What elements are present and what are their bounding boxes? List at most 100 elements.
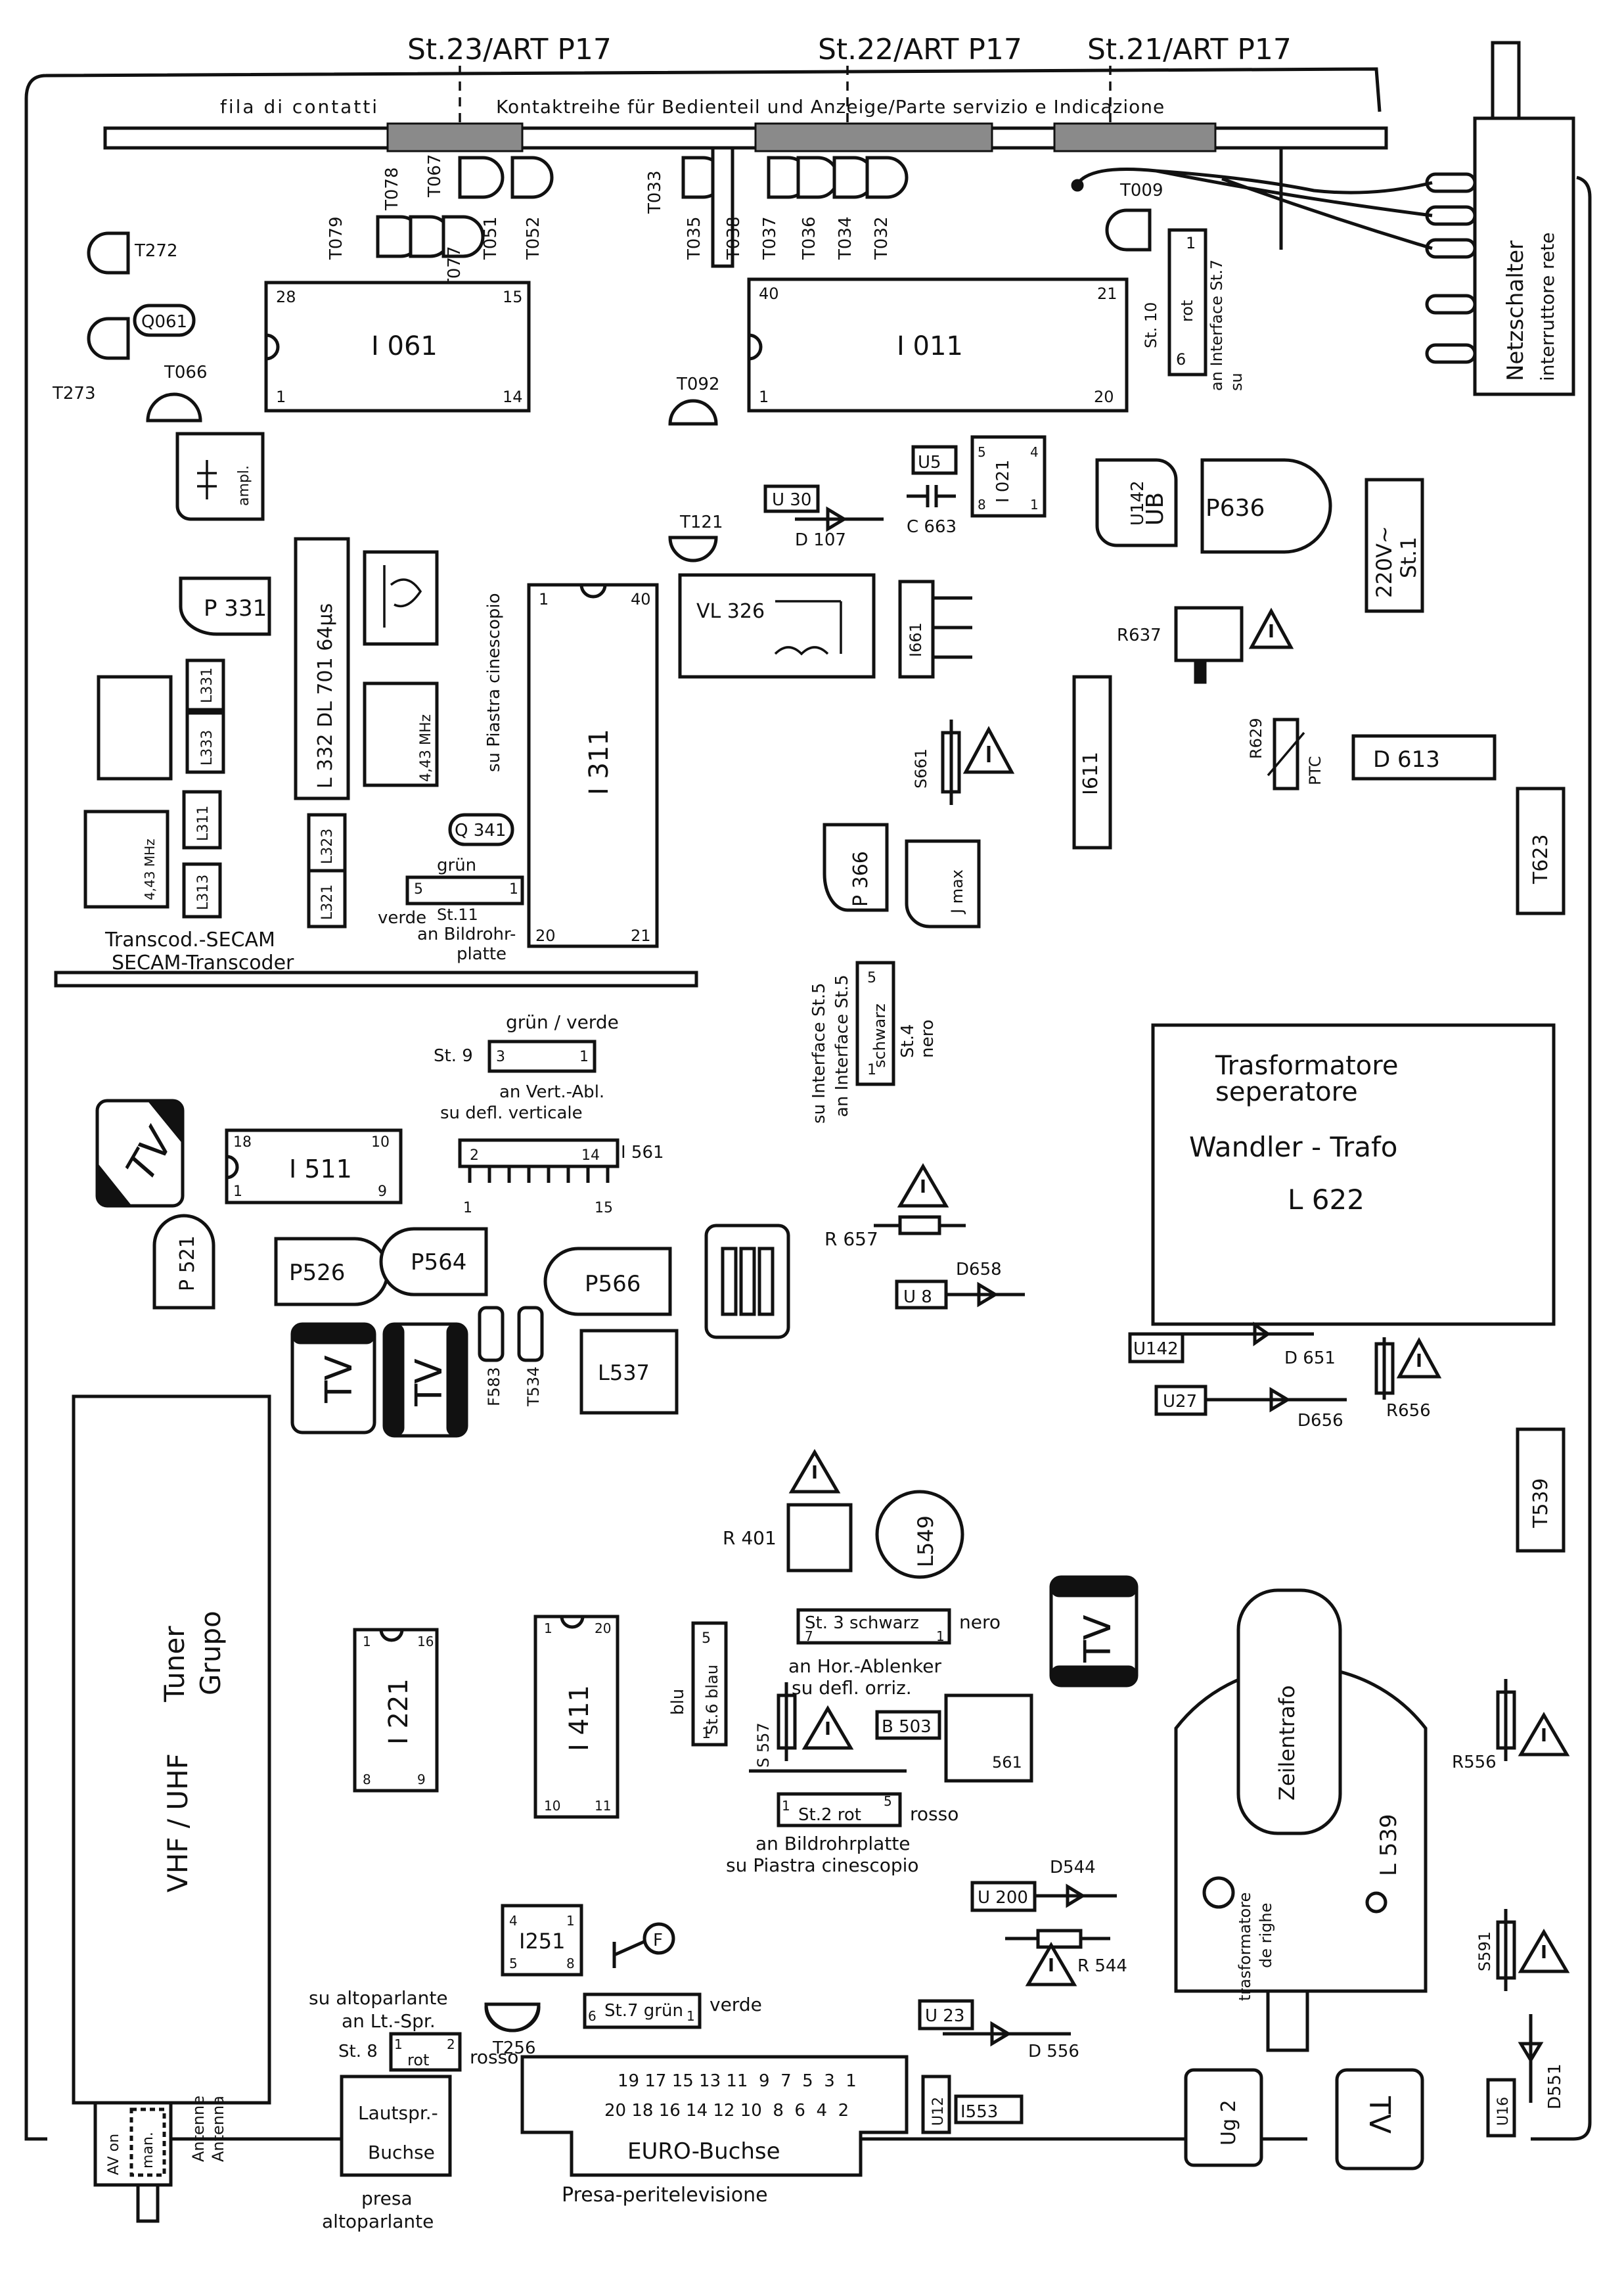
l313 <box>182 862 222 919</box>
ic-i021 <box>970 435 1047 518</box>
u200 <box>970 1881 1037 1912</box>
svg-text:Presa-peritelevisione: Presa-peritelevisione <box>562 2184 768 2207</box>
svg-text:D656: D656 <box>1297 1411 1343 1431</box>
l561 <box>944 1693 1033 1783</box>
warning-triangle-r544 <box>1025 1942 1077 1986</box>
q061-label: Q061 <box>141 312 187 332</box>
svg-text:5: 5 <box>702 1630 711 1647</box>
p564 <box>379 1227 488 1297</box>
diode-d107 <box>795 506 884 532</box>
svg-text:U 23: U 23 <box>925 2006 964 2026</box>
connector-st10[interactable] <box>1167 228 1207 377</box>
svg-text:T534: T534 <box>524 1367 543 1407</box>
svg-text:1: 1 <box>579 1049 589 1065</box>
svg-text:18: 18 <box>233 1134 252 1151</box>
ic-i553 <box>954 2094 1024 2124</box>
st10-title: St. 10 <box>1142 302 1160 348</box>
ic-i311-label: I 311 <box>584 729 614 795</box>
svg-text:su Interface St.5: su Interface St.5 <box>809 983 829 1124</box>
svg-text:D544: D544 <box>1050 1858 1096 1877</box>
t272-label: T272 <box>134 241 178 261</box>
svg-text:1: 1 <box>687 2008 695 2024</box>
t038-label: T038 <box>724 216 744 260</box>
svg-text:Antenne: Antenne <box>189 2096 208 2162</box>
svg-text:U 30: U 30 <box>772 490 811 510</box>
connector-st4[interactable] <box>855 961 895 1086</box>
svg-text:St.4: St.4 <box>898 1024 918 1058</box>
svg-text:P 331: P 331 <box>204 595 267 622</box>
ic-i061-label: I 061 <box>371 331 438 361</box>
svg-text:3: 3 <box>496 1049 505 1065</box>
svg-text:AV on: AV on <box>106 2134 122 2175</box>
svg-text:R 544: R 544 <box>1077 1956 1127 1976</box>
svg-text:5: 5 <box>867 970 876 986</box>
connector-st11[interactable] <box>405 875 524 906</box>
euro-socket[interactable] <box>520 2055 909 2177</box>
ug2 <box>1184 2068 1263 2167</box>
svg-text:5: 5 <box>509 1956 518 1971</box>
svg-text:Q 341: Q 341 <box>455 821 506 840</box>
svg-text:8: 8 <box>978 497 986 513</box>
svg-text:D551: D551 <box>1545 2063 1565 2109</box>
svg-text:B 503: B 503 <box>882 1717 932 1737</box>
u23 <box>918 1999 974 2031</box>
t623 <box>1516 787 1566 915</box>
svg-text:U5: U5 <box>918 453 941 472</box>
d613 <box>1351 734 1497 781</box>
svg-text:altoparlante: altoparlante <box>322 2211 434 2232</box>
svg-text:1: 1 <box>509 881 518 898</box>
connector-st9[interactable] <box>487 1040 597 1073</box>
svg-text:8: 8 <box>566 1956 575 1971</box>
warning-triangle-r556 <box>1518 1712 1570 1756</box>
connector-st8[interactable] <box>389 2032 462 2072</box>
svg-text:su defl. verticale: su defl. verticale <box>440 1103 583 1123</box>
mains-switch-pins <box>1425 172 1477 364</box>
connector-st3[interactable] <box>796 1608 951 1645</box>
tv-logo-1: TV <box>95 1099 185 1208</box>
svg-text:Ug 2: Ug 2 <box>1217 2100 1240 2146</box>
svg-text:I251: I251 <box>519 1929 566 1954</box>
svg-text:T539: T539 <box>1529 1478 1552 1528</box>
diode-d651 <box>1183 1321 1314 1346</box>
svg-text:I 411: I 411 <box>564 1685 595 1751</box>
speaker-socket[interactable] <box>340 2075 452 2177</box>
svg-text:28: 28 <box>276 288 296 306</box>
connector-st6[interactable] <box>691 1621 728 1747</box>
connector-st7[interactable] <box>583 1992 702 2029</box>
svg-text:man.: man. <box>140 2132 156 2169</box>
svg-text:20 18 16 14 12 10 8 6 4 2: 20 18 16 14 12 10 8 6 4 2 <box>604 2101 849 2121</box>
filter-443-b <box>363 681 439 787</box>
ic-i511 <box>225 1128 403 1205</box>
svg-text:4: 4 <box>509 1913 518 1929</box>
svg-text:561: 561 <box>992 1753 1022 1772</box>
svg-text:I661: I661 <box>907 622 925 657</box>
svg-text:R 657: R 657 <box>824 1228 878 1250</box>
svg-text:15: 15 <box>595 1200 613 1216</box>
tuner-module <box>72 1394 271 2105</box>
svg-text:D 613: D 613 <box>1373 746 1440 773</box>
jmax <box>905 839 981 929</box>
board-outline <box>24 67 1592 2141</box>
svg-text:1: 1 <box>463 1200 472 1216</box>
transcoder-label-it: Transcod.-SECAM <box>104 929 275 952</box>
svg-text:VHF / UHF: VHF / UHF <box>162 1753 194 1893</box>
svg-text:1: 1 <box>566 1913 575 1929</box>
svg-text:10: 10 <box>544 1798 560 1814</box>
line-transformer-l539 <box>1174 1588 1428 2052</box>
av-switch[interactable] <box>93 2101 173 2187</box>
t037-label: T037 <box>760 216 780 260</box>
svg-text:11: 11 <box>595 1798 611 1814</box>
svg-text:R637: R637 <box>1117 626 1162 645</box>
svg-text:L 622: L 622 <box>1288 1183 1365 1216</box>
connector-st2[interactable] <box>777 1792 902 1827</box>
svg-text:L313: L313 <box>195 875 212 910</box>
delay-line-dl701 <box>294 537 350 800</box>
svg-text:D 556: D 556 <box>1028 2042 1079 2061</box>
b503 <box>875 1710 941 1740</box>
diode-d544 <box>1035 1883 1117 1908</box>
filter-443-a <box>83 810 169 909</box>
st10-su: su <box>1227 373 1246 391</box>
svg-text:19 17 15 13 11 9 7 5 3 1: 19 17 15 13 11 9 7 5 3 1 <box>618 2071 857 2091</box>
svg-text:St.6 blau: St.6 blau <box>703 1665 721 1735</box>
svg-text:Grupo: Grupo <box>194 1611 227 1695</box>
